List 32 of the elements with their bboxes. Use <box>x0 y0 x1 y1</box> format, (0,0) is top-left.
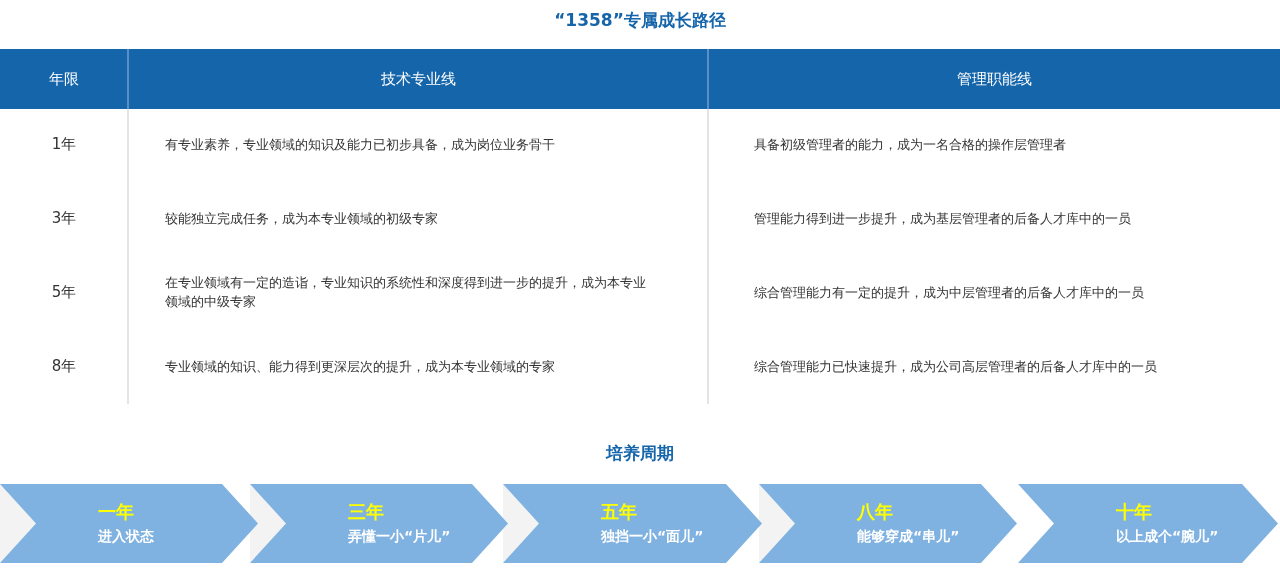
column-header: 技术专业线 <box>380 69 456 89</box>
section-heading: 培养周期 <box>606 443 674 463</box>
stage-description: 弄懂一小“片儿” <box>348 526 452 546</box>
year-label: 3年 <box>51 208 77 230</box>
year-heading: 三年 <box>348 499 385 524</box>
description-text: 具备初级管理者的能力，成为一名合格的操作层管理者 <box>754 135 1066 154</box>
description-text: 在专业领域有一定的造诣，专业知识的系统性和深度得到进一步的提升，成为本专业领域的中级专家 <box>165 274 647 311</box>
stage-description: 进入状态 <box>98 526 155 546</box>
stage-banner <box>250 484 508 563</box>
description-text: 较能独立完成任务，成为本专业领域的初级专家 <box>165 209 438 228</box>
year-heading: 一年 <box>98 499 135 524</box>
description-text: 综合管理能力已快速提升，成为公司高层管理者的后备人才库中的一员 <box>754 357 1157 376</box>
column-header: 年限 <box>49 69 79 89</box>
year-label: 5年 <box>51 282 77 304</box>
column-header: 管理职能线 <box>956 69 1032 89</box>
year-heading: 八年 <box>857 499 894 524</box>
stage-banner <box>0 484 258 563</box>
description-text: 专业领域的知识、能力得到更深层次的提升，成为本专业领域的专家 <box>165 357 555 376</box>
description-text: 有专业素养，专业领域的知识及能力已初步具备，成为岗位业务骨干 <box>165 135 555 154</box>
stage-banner <box>759 484 1017 563</box>
stage-description: 能够穿成“串儿” <box>857 526 961 546</box>
year-heading: 五年 <box>601 499 638 524</box>
stage-description: 以上成个“腕儿” <box>1116 526 1220 546</box>
year-heading: 十年 <box>1116 499 1153 524</box>
stage-banner <box>1018 484 1278 563</box>
diagram-title: “1358”专属成长路径 <box>554 10 726 30</box>
stage-banner <box>503 484 762 563</box>
description-text: 综合管理能力有一定的提升，成为中层管理者的后备人才库中的一员 <box>754 283 1144 302</box>
year-label: 8年 <box>51 356 77 378</box>
stage-description: 独挡一小“面儿” <box>601 526 705 546</box>
description-text: 管理能力得到进一步提升，成为基层管理者的后备人才库中的一员 <box>754 209 1131 228</box>
year-label: 1年 <box>51 134 77 156</box>
